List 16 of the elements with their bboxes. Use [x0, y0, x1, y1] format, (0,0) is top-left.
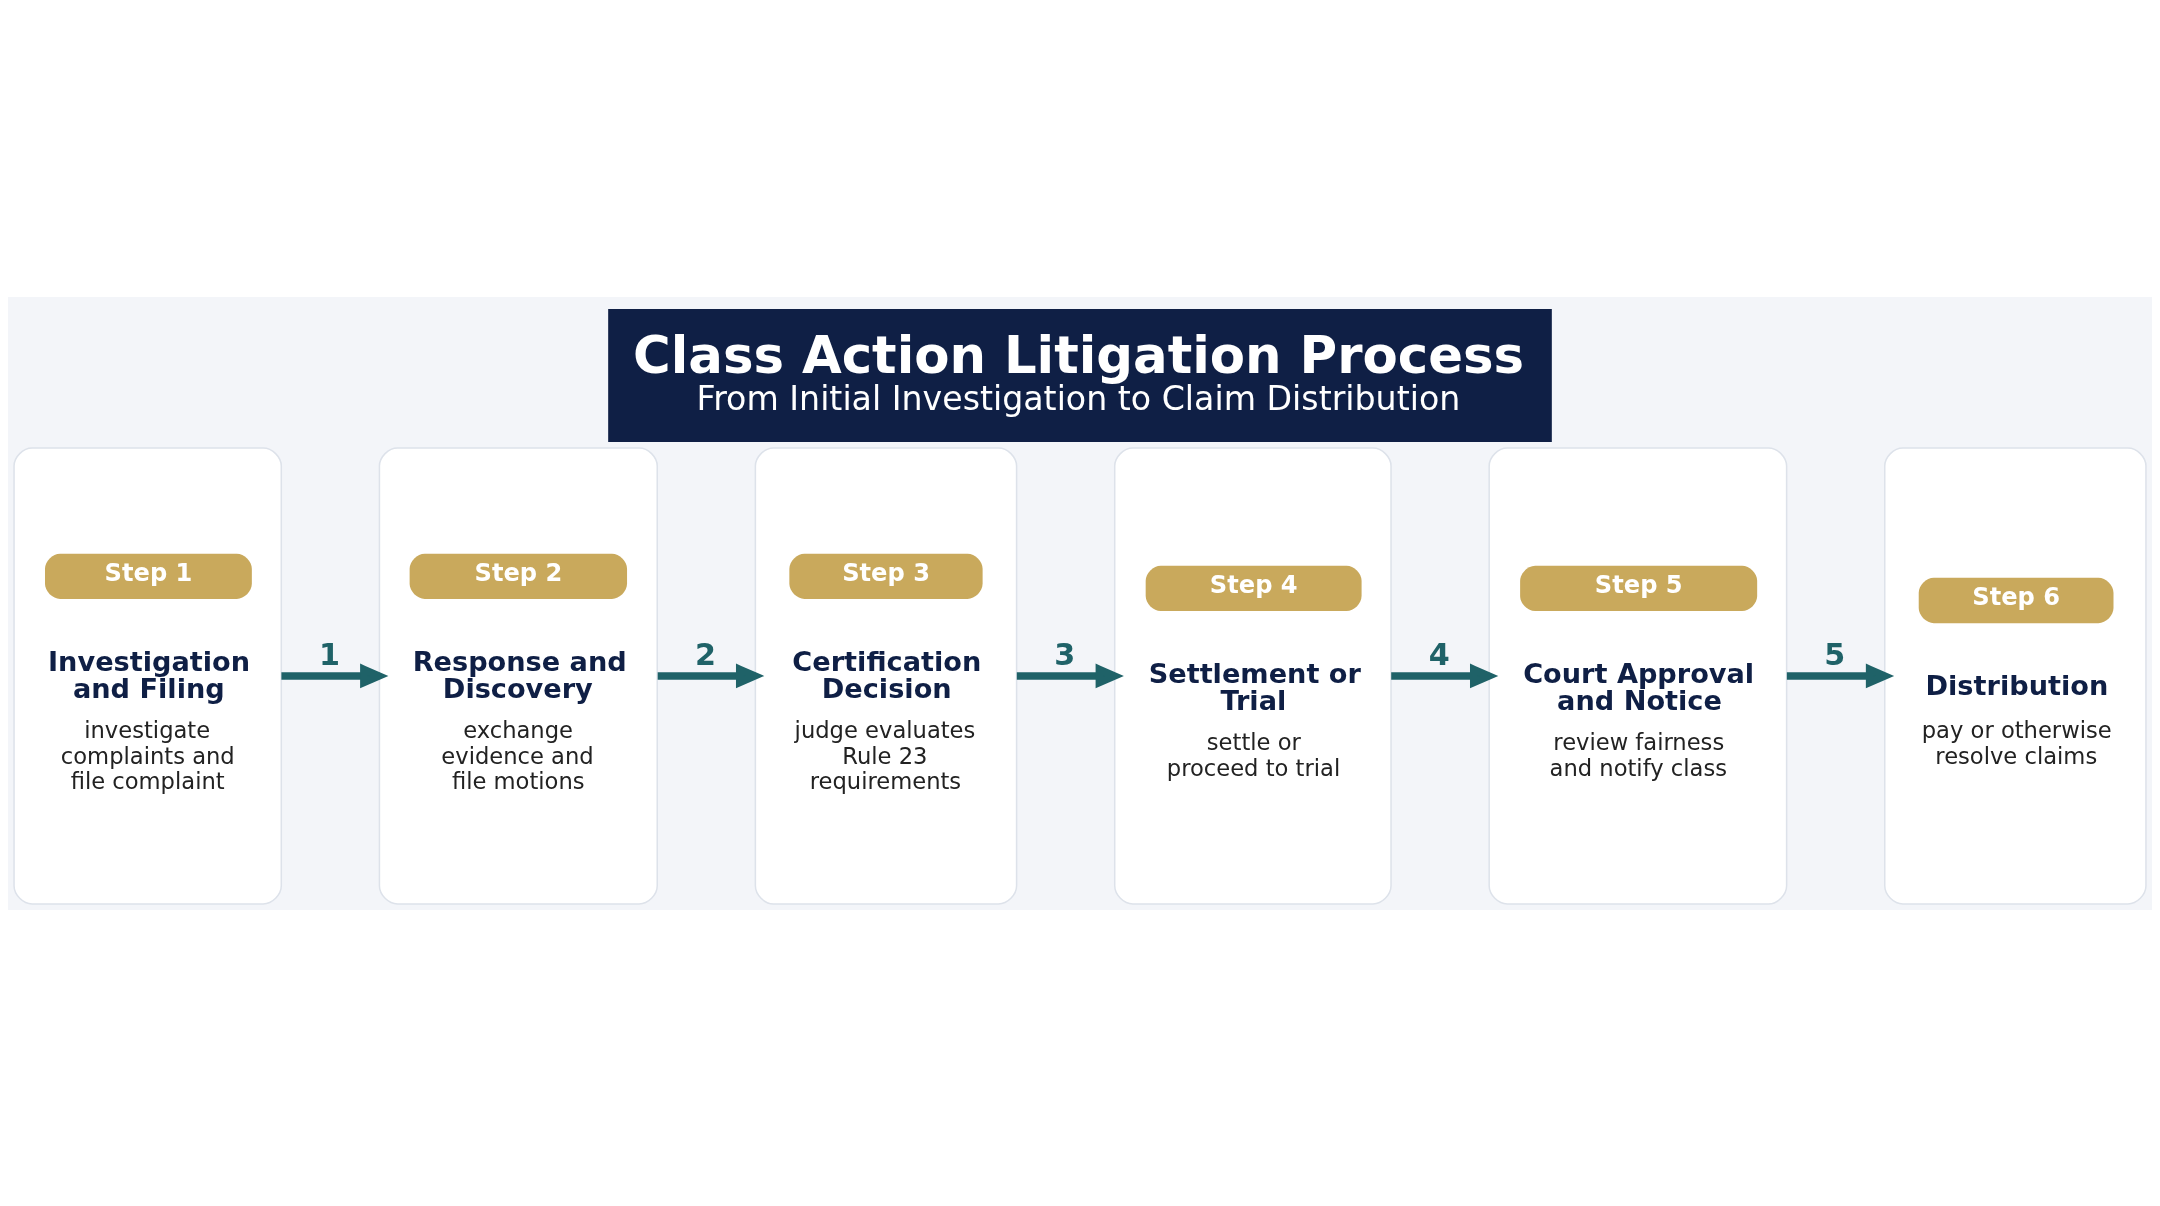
edge-label: 4: [1428, 636, 1450, 672]
arrow: [1786, 663, 1895, 688]
edge-label: 1: [319, 636, 341, 672]
arrow: [1016, 663, 1124, 688]
node-box: Step 4 Settlement or Trial settle or proceed to trial: [1113, 446, 1392, 905]
edge-label: 3: [1054, 636, 1076, 672]
arrow: [657, 663, 765, 688]
node-box: Step 3 Certification Decision judge evaluates Rule 23 requirements: [754, 446, 1018, 905]
node-box: Step 5 Court Approval and Notice review fairness and notify class: [1488, 446, 1788, 905]
arrow: [281, 663, 389, 688]
node-box: Step 2 Response and Discovery exchange evidence and file motions: [378, 446, 658, 905]
arrow: [1391, 663, 1499, 688]
node-box: Step 1 Investigation and Filing investigate complaints and file complaint: [13, 446, 283, 905]
node-box: Step 6 Distribution pay or otherwise resolve claims: [1884, 446, 2147, 905]
edge-label: 5: [1824, 636, 1846, 672]
edge-label: 2: [694, 636, 716, 672]
